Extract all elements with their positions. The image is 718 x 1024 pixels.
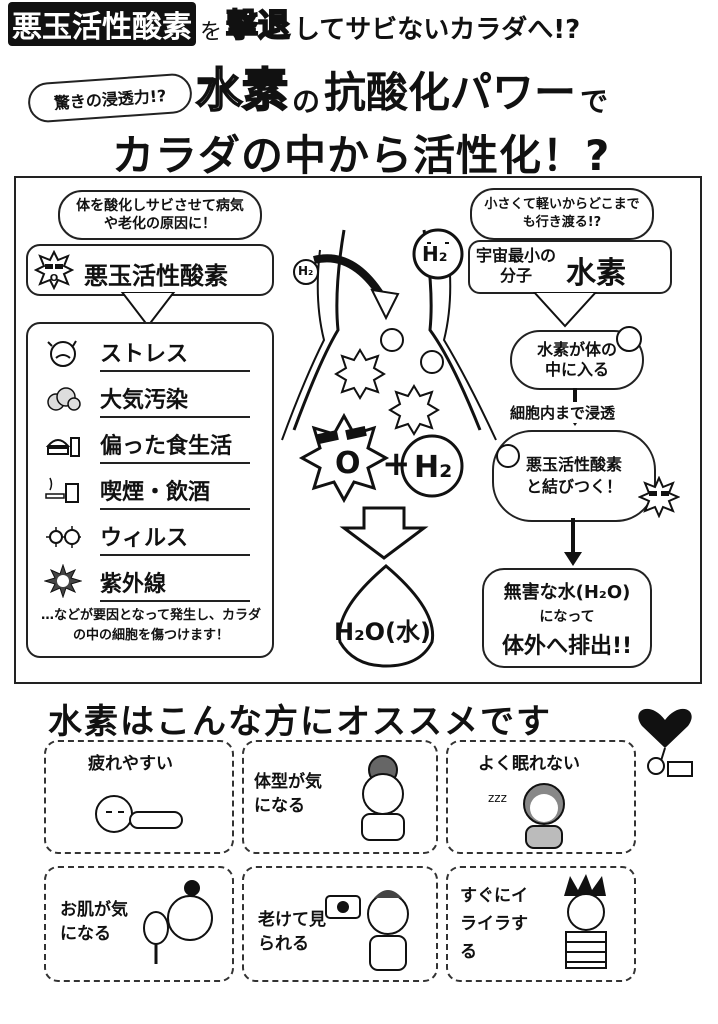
recommend-label-body-shape: 体型が気になる — [254, 772, 322, 816]
recommend-card-body-shape: 体型が気になる — [242, 740, 438, 854]
sun-icon — [44, 564, 82, 598]
cigarette-beer-icon — [45, 477, 79, 503]
angry-man-icon — [564, 874, 607, 969]
right-down-arrow-1 — [532, 292, 598, 328]
virus-icon — [46, 526, 81, 548]
recommend-label-irritable: すぐにイライラする — [460, 886, 528, 962]
step1-text: 水素が体の中に入る — [536, 340, 617, 379]
step1b-text: 細胞内まで浸透 — [508, 402, 618, 423]
recommend-card-irritable: すぐにイライラする — [446, 866, 636, 982]
right-bubble-text: 小さくて軽いからどこまでも行き渡る!? — [484, 197, 640, 230]
center-h2-small-label: H₂ — [298, 264, 314, 278]
active-oxygen-title: 悪玉活性酸素 — [84, 262, 228, 290]
recommend-label-sleep: よく眠れない — [478, 754, 580, 774]
smoke-cloud-icon — [47, 387, 81, 411]
cause-label-pollution: 大気汚染 — [100, 382, 250, 418]
headline-no: の — [292, 85, 321, 118]
mirror-woman-icon — [143, 880, 213, 964]
headline-repel: 撃退 — [225, 5, 291, 45]
right-down-arrow-3 — [564, 518, 582, 566]
active-oxygen-title-box: O 悪玉活性酸素 — [26, 244, 274, 296]
badge-text: 驚きの浸透力!? — [53, 86, 167, 113]
recommend-label-look-old: 老けて見られる — [258, 910, 326, 954]
step1-h2-icon — [616, 326, 642, 352]
recommend-label-tired: 疲れやすい — [88, 754, 173, 774]
cause-label-uv: 紫外線 — [100, 566, 250, 602]
cause-label-diet: 偏った食生活 — [100, 428, 250, 464]
headline-line1: 悪玉活性酸素 を 撃退 してサビないカラダへ!? — [8, 2, 581, 46]
cause-label-virus: ウィルス — [100, 520, 250, 556]
smallest-molecule-box: 宇宙最小の分子 水素 — [468, 240, 672, 294]
step1-bubble: 水素が体の中に入る — [510, 330, 644, 390]
worried-woman-icon — [361, 755, 405, 841]
left-down-arrow — [120, 292, 176, 328]
step3-excrete: 体外へ排出!! — [501, 634, 633, 659]
step2-oxygen-icon — [638, 476, 680, 518]
recommend-title: 水素はこんな方にオススメです — [48, 702, 552, 742]
headline-antioxidant: 抗酸化パワー — [324, 68, 577, 117]
lying-person-icon — [95, 795, 183, 833]
left-bubble: 体を酸化しサビさせて病気や老化の原因に！ — [58, 190, 262, 240]
headline-no-rust: してサビないカラダへ!? — [294, 15, 581, 45]
headline-particle-wo: を — [200, 20, 223, 45]
center-oxygen-label: O — [335, 446, 361, 481]
heart-balloon-character-icon — [638, 708, 693, 777]
right-bubble: 小さくて軽いからどこまでも行き渡る!? — [470, 188, 654, 240]
step3-box: 無害な水(H₂O) になって 体外へ排出!! — [482, 568, 652, 668]
badge-penetration: 驚きの浸透力!? — [26, 72, 194, 124]
active-oxygen-face-icon: O — [34, 250, 74, 290]
svg-text:zzz: zzz — [488, 791, 507, 805]
recommend-card-look-old: 老けて見られる — [242, 866, 438, 982]
step3-harmless-water: 無害な水(H₂O) — [503, 582, 631, 603]
left-bubble-text: 体を酸化しサビさせて病気や老化の原因に！ — [76, 198, 244, 232]
causes-footer: …などが要因となって発生し、カラダの中の細胞を傷つけます！ — [41, 608, 261, 643]
step3-becomes: になって — [539, 609, 595, 625]
step2-text: 悪玉活性酸素と結びつく！ — [525, 455, 622, 496]
center-h2-big-label: H₂ — [414, 450, 453, 485]
sleepy-person-icon: zzz — [488, 783, 565, 849]
shocked-person-icon — [325, 890, 409, 971]
fast-food-icon — [45, 437, 80, 457]
headline-hydrogen: 水素 — [195, 62, 289, 118]
headline-line2: 水素 の 抗酸化パワー で — [195, 62, 609, 120]
recommend-label-skin: お肌が気になる — [60, 900, 128, 944]
step2-h2-icon — [496, 444, 520, 468]
center-diagram — [281, 229, 497, 668]
hydrogen-title: 水素 — [566, 256, 626, 291]
headline-de: で — [580, 85, 609, 118]
recommend-card-tired: 疲れやすい — [44, 740, 234, 854]
hydrogen-face-icon — [412, 228, 464, 280]
step2-bubble: 悪玉活性酸素と結びつく！ — [492, 430, 656, 522]
cause-label-stress: ストレス — [100, 336, 250, 372]
recommend-card-sleep: よく眠れない zzz — [446, 740, 636, 854]
cause-label-smoking: 喫煙・飲酒 — [100, 474, 250, 510]
center-plus: + — [382, 444, 411, 484]
headline-active-oxygen: 悪玉活性酸素 — [8, 2, 196, 46]
main-frame — [14, 176, 702, 684]
recommend-card-skin: お肌が気になる — [44, 866, 234, 982]
headline-line3: カラダの中から活性化！? — [112, 131, 611, 180]
center-water-label: H₂O(水) — [334, 618, 431, 646]
hydrogen-face-label: H₂ — [422, 242, 448, 266]
smallest-molecule-text: 宇宙最小の分子 — [476, 246, 557, 285]
stress-face-icon — [47, 340, 77, 367]
svg-text:O: O — [50, 273, 59, 284]
